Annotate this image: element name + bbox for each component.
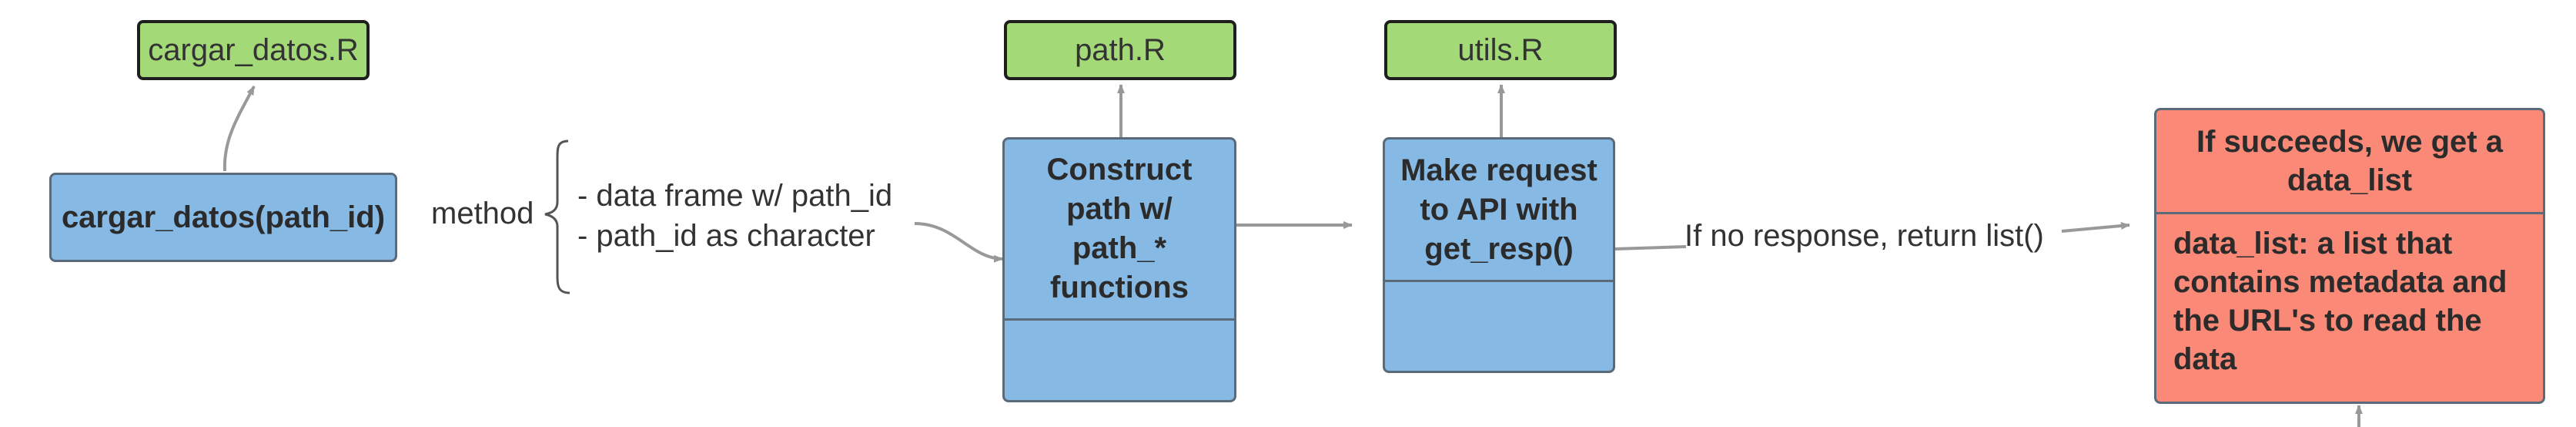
file-cargar-datos: cargar_datos.R [137,20,370,80]
arrow-no-response-to-result [2061,222,2130,233]
construct-box: Construct path w/ path_* functions [1002,137,1236,402]
function-box: cargar_datos(path_id) [49,173,397,262]
request-title-line-2: to API with [1420,192,1578,227]
result-body-line-3: the URL's to read the [2173,304,2482,338]
request-box: Make request to API with get_resp() [1383,137,1615,373]
file-path-label: path.R [1075,32,1166,67]
construct-title-line-4: functions [1050,271,1189,304]
result-box-divider [2156,212,2543,214]
construct-box-title: Construct path w/ path_* functions [1005,140,1234,318]
result-header-line-1: If succeeds, we get a [2196,125,2503,159]
result-body-line-1: data_list: a list that [2173,227,2453,261]
construct-box-divider [1005,318,1234,321]
arrow-request-to-no-response [1614,245,1687,250]
request-box-divider [1385,280,1613,282]
request-title-line-3: get_resp() [1424,231,1574,266]
file-utils: utils.R [1384,20,1617,80]
file-path: path.R [1004,20,1236,80]
construct-title-line-1: Construct [1046,153,1193,187]
method-option-1: - data frame w/ path_id [577,179,893,213]
request-title-line-1: Make request [1400,153,1597,187]
construct-title-line-2: path w/ [1066,192,1173,226]
result-box: If succeeds, we get a data_list data_lis… [2154,108,2545,404]
file-cargar-datos-label: cargar_datos.R [148,32,359,67]
no-response-label: If no response, return list() [1684,219,2044,253]
method-option-2: - path_id as character [577,219,875,253]
file-utils-label: utils.R [1457,32,1544,67]
construct-title-line-3: path_* [1072,231,1167,265]
result-body-line-2: contains metadata and [2173,265,2507,299]
method-label: method [431,197,534,230]
result-box-header: If succeeds, we get a data_list [2156,110,2543,212]
result-header-line-2: data_list [2287,163,2413,197]
result-body-line-4: data [2173,342,2237,376]
request-box-title: Make request to API with get_resp() [1385,140,1613,280]
arrow-method-to-construct [914,222,1003,263]
result-box-body: data_list: a list that contains metadata… [2156,224,2543,378]
method-brace [544,140,570,294]
function-box-label: cargar_datos(path_id) [61,200,386,234]
arrow-function-to-cargar-file [222,86,256,172]
